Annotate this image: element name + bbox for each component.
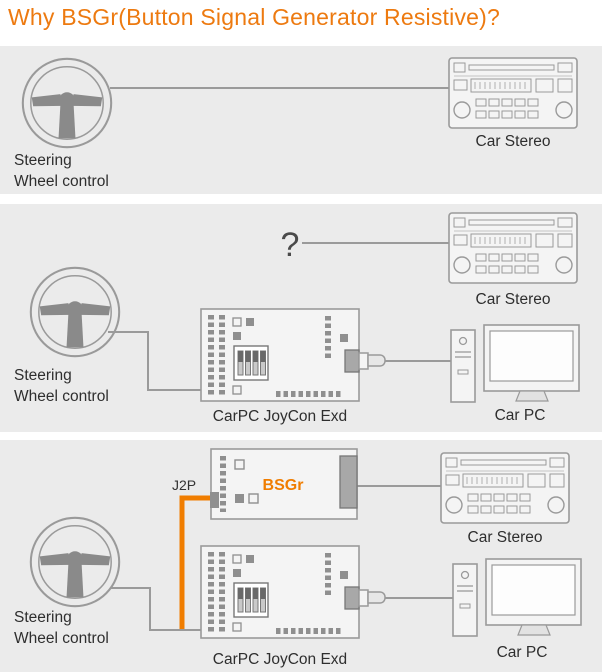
car-stereo-icon [448, 57, 578, 129]
car-stereo-label: Car Stereo [476, 133, 551, 150]
steering-label-line1: Steering [14, 609, 72, 626]
car-stereo-label: Car Stereo [476, 291, 551, 308]
joycon-label: CarPC JoyCon Exd [213, 408, 347, 425]
page-title: Why BSGr(Button Signal Generator Resisti… [8, 4, 500, 30]
usb-plug-icon [358, 352, 386, 370]
joycon-board-icon [201, 546, 359, 638]
car-stereo-label: Car Stereo [468, 529, 543, 546]
panel-3-bsgr-solution: BSGr J2P Car Stereo Steering Wheel contr… [0, 440, 602, 672]
joycon-board-icon [201, 309, 359, 401]
car-pc-label: Car PC [495, 407, 546, 424]
steering-label-line2: Wheel control [14, 630, 109, 647]
bsgr-label: BSGr [263, 477, 304, 494]
car-stereo-icon [440, 452, 570, 524]
car-pc-icon [450, 324, 580, 403]
car-pc-label: Car PC [497, 644, 548, 661]
joycon-label: CarPC JoyCon Exd [213, 651, 347, 668]
steering-label-line1: Steering [14, 152, 72, 169]
j2p-label: J2P [172, 477, 196, 493]
usb-plug-icon [358, 589, 386, 607]
steering-to-joycon-wire [110, 587, 201, 631]
j2p-orange-wire [179, 495, 212, 630]
panel-2-joycon-question: ? Car Stereo Steering Wheel control CarP… [0, 204, 602, 432]
steering-label-line1: Steering [14, 367, 72, 384]
steering-label-line2: Wheel control [14, 173, 109, 190]
steering-to-joycon-wire [108, 331, 201, 391]
car-pc-icon [452, 558, 582, 637]
question-mark: ? [281, 226, 300, 264]
panel-1-direct-connection: Steering Wheel control Car Stereo [0, 46, 602, 194]
car-stereo-icon [448, 212, 578, 284]
steering-label-line2: Wheel control [14, 388, 109, 405]
